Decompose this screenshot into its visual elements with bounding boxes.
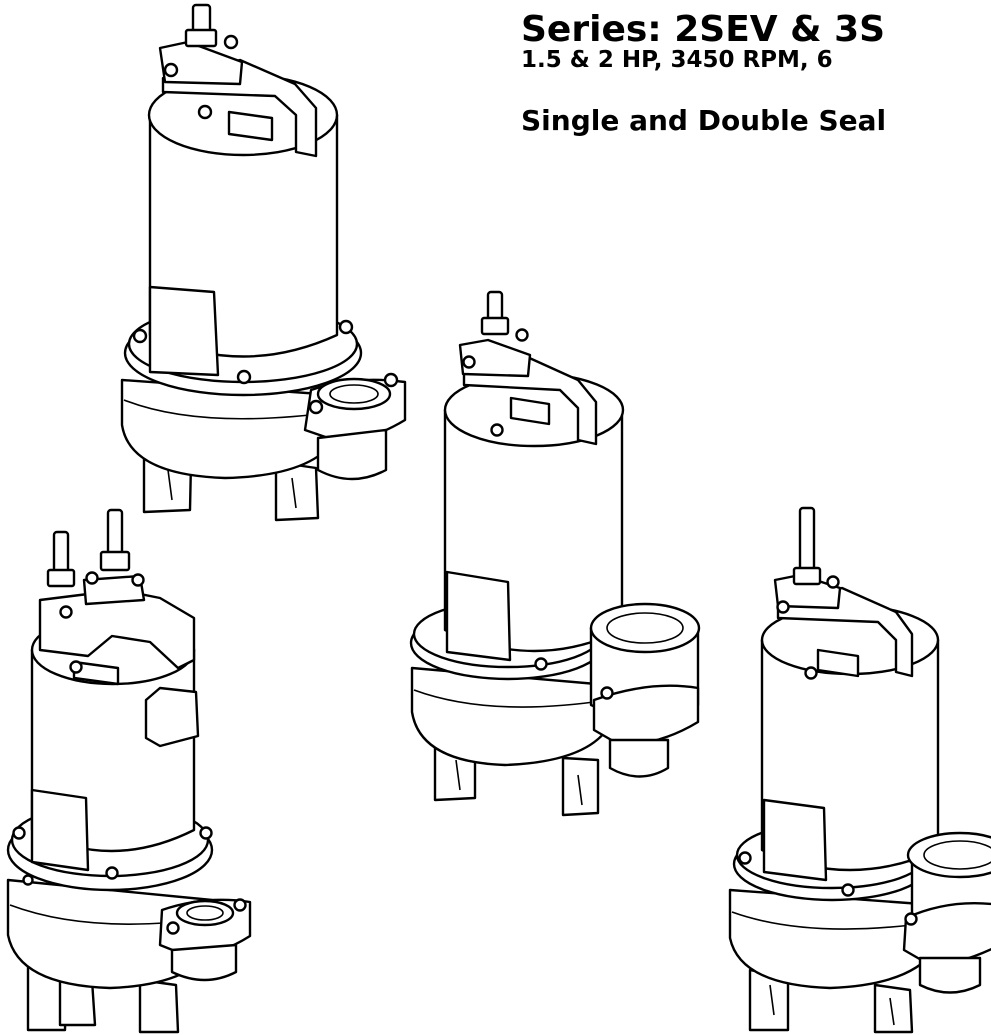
pump-illustration-a xyxy=(120,3,407,522)
pump-illustration-c xyxy=(6,508,252,1034)
pump-illustration-d xyxy=(728,506,991,1034)
spec-subtitle: 1.5 & 2 HP, 3450 RPM, 6 xyxy=(521,47,833,73)
series-title: Series: 2SEV & 3S xyxy=(521,9,886,50)
seal-type-heading: Single and Double Seal xyxy=(521,104,887,137)
pump-illustration-b xyxy=(409,290,701,817)
